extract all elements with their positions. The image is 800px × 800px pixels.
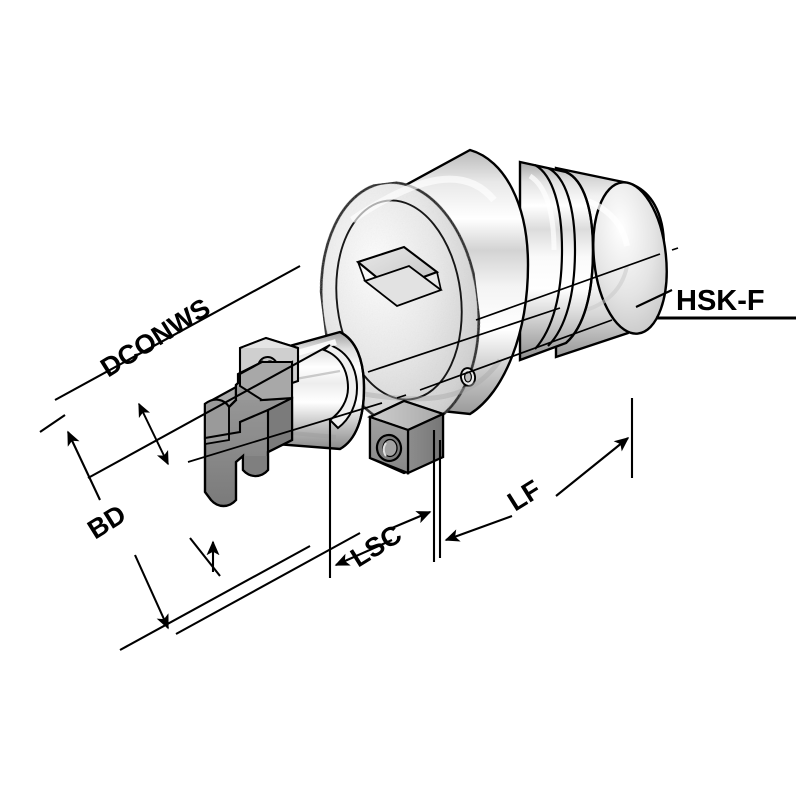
flange-highlight-bottom [351, 358, 503, 402]
dconws-ext-lower [87, 344, 331, 479]
collar-ring-edge [565, 170, 595, 344]
label-bd: BD [82, 499, 131, 545]
collar-groove-line-2 [534, 164, 564, 350]
lower-drive-block [367, 399, 446, 475]
bd-ext-lower-2 [175, 532, 361, 635]
label-lsc: LSC [345, 519, 407, 573]
lsc-arrow-right [391, 511, 432, 529]
cross-head-split-line [204, 408, 270, 440]
label-lf: LF [502, 474, 546, 517]
axis-seg-mid [419, 319, 613, 391]
drive-slot-edge-left [357, 261, 366, 282]
hskf-leader [635, 289, 673, 308]
lower-block-bore-highlight [382, 442, 387, 457]
cross-clamping-head [203, 360, 294, 508]
lsc-arrow-left [334, 539, 393, 566]
dimension-lines-group [39, 265, 796, 651]
clamping-cylinder-right-edge [339, 331, 366, 450]
axis-seg-left [187, 402, 383, 463]
flange-highlight-top [350, 175, 497, 223]
axis-dot-1 [396, 394, 407, 399]
lf-arrow-left [444, 515, 513, 542]
axis-seg-upper [367, 307, 561, 373]
lf-arrow-right [555, 437, 630, 497]
label-dconws: DCONWS [95, 292, 215, 383]
dconws-ext-upper [54, 265, 301, 401]
drive-slot [355, 245, 443, 308]
cross-head-notch-lower [241, 456, 270, 478]
label-hsk-f: HSK-F [676, 285, 765, 317]
axis-dot-2 [671, 247, 679, 251]
axis-seg-taper [475, 253, 661, 321]
shoulder-section [470, 150, 520, 414]
bd-ext-lower [119, 545, 311, 651]
bd-arrow-lower [134, 554, 169, 630]
bd-arrow-upper [67, 430, 101, 501]
collar-highlight [528, 173, 557, 251]
collar-groove-line-1 [547, 167, 577, 347]
dconws-dim-line [138, 402, 169, 466]
bd-ext-upper-tick [39, 414, 66, 433]
inner-short-leader [189, 537, 221, 577]
upper-block-top [239, 336, 299, 349]
center-axis-line [187, 247, 679, 463]
tool-holder-assembly [187, 148, 679, 508]
drive-slot-edge-right [436, 271, 442, 291]
